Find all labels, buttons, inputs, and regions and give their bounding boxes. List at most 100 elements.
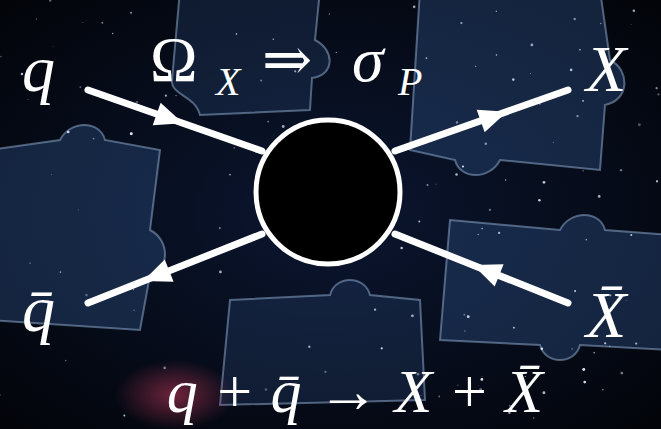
star: [282, 125, 285, 128]
star: [374, 309, 376, 311]
star: [593, 352, 595, 354]
star: [413, 6, 416, 9]
star: [505, 179, 506, 180]
star: [530, 72, 532, 74]
star: [456, 121, 458, 123]
star: [530, 43, 533, 46]
star: [576, 115, 578, 117]
star: [130, 12, 132, 14]
star: [496, 10, 497, 11]
star: [175, 95, 176, 96]
star: [571, 348, 572, 349]
star: [538, 199, 541, 202]
star: [60, 271, 62, 273]
star: [481, 228, 483, 230]
star: [574, 290, 576, 292]
star: [635, 342, 637, 344]
star: [435, 183, 437, 185]
star: [229, 174, 231, 176]
star: [462, 165, 464, 167]
star: [49, 0, 51, 2]
star: [455, 173, 458, 176]
puzzle-pieces: [0, 0, 661, 405]
star: [467, 315, 470, 318]
star: [582, 170, 583, 171]
reaction-equation: q + q̄ → X + X̄: [167, 360, 543, 422]
star: [136, 101, 139, 104]
particle-label: q̄: [22, 276, 55, 342]
implies-symbol: ⇒: [262, 30, 312, 90]
star: [77, 209, 79, 211]
star: [67, 131, 70, 134]
particle-label: X̄: [586, 282, 626, 348]
star: [630, 234, 632, 236]
star: [582, 100, 584, 102]
star: [600, 23, 602, 25]
star: [0, 56, 2, 58]
subscript: X: [216, 62, 240, 102]
star: [460, 22, 462, 24]
star: [112, 33, 113, 34]
arrowheads: [139, 100, 511, 292]
antiparticle-line: [395, 234, 568, 303]
star: [163, 367, 166, 370]
star: [586, 239, 588, 241]
star: [308, 345, 310, 347]
star: [553, 142, 554, 143]
cross-section-symbol: σ: [352, 28, 384, 92]
star: [260, 79, 262, 81]
star: [133, 289, 134, 290]
star: [620, 372, 623, 375]
star: [65, 360, 66, 361]
star: [0, 394, 1, 395]
star: [656, 180, 658, 182]
star: [336, 52, 337, 53]
star: [478, 234, 479, 235]
star: [579, 49, 580, 50]
star: [630, 23, 632, 25]
star: [582, 368, 585, 371]
star: [219, 227, 221, 229]
star: [418, 221, 420, 223]
star: [236, 33, 238, 35]
star: [657, 93, 659, 95]
star: [326, 51, 328, 53]
star: [598, 195, 601, 198]
particle-lines: [88, 90, 568, 303]
star: [655, 87, 657, 89]
particle-label: q: [22, 36, 55, 102]
star: [29, 262, 30, 263]
antiquark-line: [88, 234, 262, 303]
star: [463, 314, 465, 316]
star: [573, 18, 575, 20]
arrowhead: [139, 259, 174, 292]
star: [638, 123, 641, 126]
star: [234, 147, 235, 148]
star: [464, 330, 465, 331]
interaction-blob: [256, 120, 400, 264]
star: [485, 143, 487, 145]
cross-section-symbol: Ω: [150, 28, 198, 92]
star: [583, 381, 586, 384]
star: [502, 117, 504, 119]
star: [219, 271, 222, 274]
star: [267, 121, 269, 123]
star: [36, 19, 37, 20]
star: [513, 327, 515, 329]
stars: [0, 0, 660, 419]
star: [411, 314, 414, 317]
star: [496, 54, 498, 56]
star: [82, 21, 84, 23]
star: [133, 309, 134, 310]
star: [570, 69, 573, 72]
star: [329, 14, 330, 15]
star: [79, 86, 81, 88]
star: [633, 10, 635, 12]
star: [165, 95, 167, 97]
puzzle-piece: [440, 215, 661, 360]
star: [498, 232, 500, 234]
star: [93, 138, 95, 140]
star: [512, 78, 515, 81]
particle-label: X: [586, 36, 626, 102]
